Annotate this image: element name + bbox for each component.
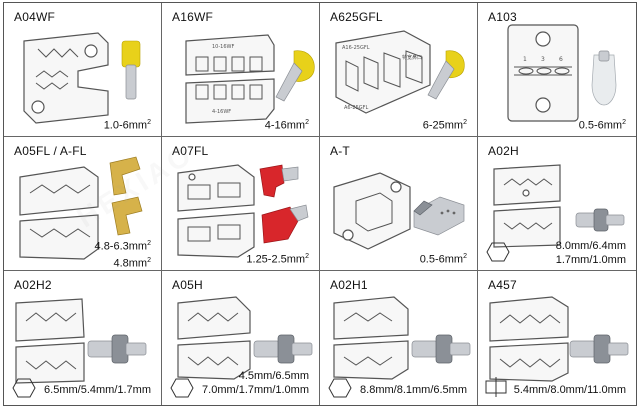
model-label: A05H bbox=[172, 278, 203, 292]
spec-label: 4-16mm2 bbox=[264, 119, 309, 132]
bnc-connector-icon bbox=[411, 334, 471, 364]
die-mark-6: 6 bbox=[559, 56, 563, 63]
spec-label: 8.8mm/8.1mm/6.5mm bbox=[360, 384, 467, 396]
bnc-connector-icon bbox=[253, 334, 313, 364]
crimp-die-drawing: 1 3 6 bbox=[507, 24, 579, 122]
hexagon-icon bbox=[486, 242, 510, 262]
die-catalog-grid: A04WF 1.0-6mm2 A16WF 10-16WF 4-16WF bbox=[3, 2, 637, 406]
spec-label: 6.5mm/5.4mm/1.7mm bbox=[44, 384, 151, 396]
cell-a02h2: A02H2 6.5mm/5.4mm/1.7mm bbox=[4, 271, 162, 405]
crimp-die-drawing bbox=[23, 32, 109, 124]
ferrule-icon bbox=[427, 50, 465, 100]
model-label: A02H2 bbox=[14, 278, 52, 292]
spec-label: 1.0-6mm2 bbox=[103, 119, 151, 132]
hexagon-icon bbox=[170, 378, 194, 398]
hexagon-icon bbox=[12, 378, 36, 398]
die-mark-bottom: A6-25GFL bbox=[344, 105, 369, 111]
cell-a16wf: A16WF 10-16WF 4-16WF 4-16mm2 bbox=[162, 3, 320, 137]
model-label: A02H1 bbox=[330, 278, 368, 292]
tab-terminal-icon bbox=[413, 196, 465, 236]
model-label: A04WF bbox=[14, 10, 56, 24]
spec-label: 1.25-2.5mm2 bbox=[246, 253, 309, 266]
cell-a04wf: A04WF 1.0-6mm2 bbox=[4, 3, 162, 137]
model-label: A457 bbox=[488, 278, 517, 292]
crimp-die-drawing bbox=[177, 164, 255, 258]
hexagon-icon bbox=[328, 378, 352, 398]
crimp-die-drawing bbox=[19, 166, 99, 260]
crimp-die-drawing bbox=[15, 298, 85, 384]
crimp-die-drawing bbox=[333, 296, 409, 380]
spec-label: 0.5-6mm2 bbox=[578, 119, 626, 132]
die-mark-top: A16-25GFL bbox=[342, 45, 370, 51]
spec-label: 5.4mm/8.0mm/11.0mm bbox=[513, 384, 626, 396]
model-label: A103 bbox=[488, 10, 517, 24]
model-label: A07FL bbox=[172, 144, 209, 158]
die-mark-top: 10-16WF bbox=[212, 44, 234, 50]
ferrule-icon bbox=[121, 40, 141, 100]
cell-a625gfl: A625GFL A16-25GFL 特宽鼻口 A6-25GFL 6-25mm2 bbox=[320, 3, 478, 137]
model-label: A05FL / A-FL bbox=[14, 144, 87, 158]
bnc-connector-icon bbox=[87, 334, 147, 364]
model-label: A16WF bbox=[172, 10, 214, 24]
crimp-die-drawing bbox=[177, 296, 251, 380]
die-mark-3: 3 bbox=[541, 56, 545, 63]
spec-label: 0.5-6mm2 bbox=[419, 253, 467, 266]
die-mark-side: 特宽鼻口 bbox=[402, 54, 422, 61]
model-label: A-T bbox=[330, 144, 350, 158]
die-mark-bottom: 4-16WF bbox=[212, 109, 231, 115]
red-terminal-icon bbox=[259, 164, 309, 244]
ferrule-icon bbox=[275, 50, 315, 102]
model-label: A625GFL bbox=[330, 10, 383, 24]
crimp-die-drawing: A16-25GFL 特宽鼻口 A6-25GFL bbox=[335, 30, 431, 114]
crimp-profile-icon bbox=[485, 377, 507, 397]
spec-label: 6-25mm2 bbox=[422, 119, 467, 132]
crimp-die-drawing bbox=[333, 172, 411, 250]
crimp-die-drawing bbox=[493, 164, 561, 248]
cell-a07fl: A07FL 1.25-2.5mm2 bbox=[162, 137, 320, 271]
cell-a457: A457 5.4mm/8.0mm/11.0mm bbox=[478, 271, 636, 405]
crimp-die-drawing bbox=[489, 296, 569, 382]
crimp-die-drawing: 10-16WF 4-16WF bbox=[185, 34, 275, 124]
die-mark-1: 1 bbox=[523, 56, 527, 63]
terminal-icon bbox=[109, 156, 143, 236]
bnc-connector-icon bbox=[569, 334, 629, 364]
cell-a-t: A-T 0.5-6mm2 bbox=[320, 137, 478, 271]
cell-a103: A103 1 3 6 0.5-6mm2 bbox=[478, 3, 636, 137]
model-label: A02H bbox=[488, 144, 519, 158]
bnc-connector-icon bbox=[575, 208, 625, 232]
cell-a02h1: A02H1 8.8mm/8.1mm/6.5mm bbox=[320, 271, 478, 405]
insulated-terminal-icon bbox=[591, 50, 617, 106]
